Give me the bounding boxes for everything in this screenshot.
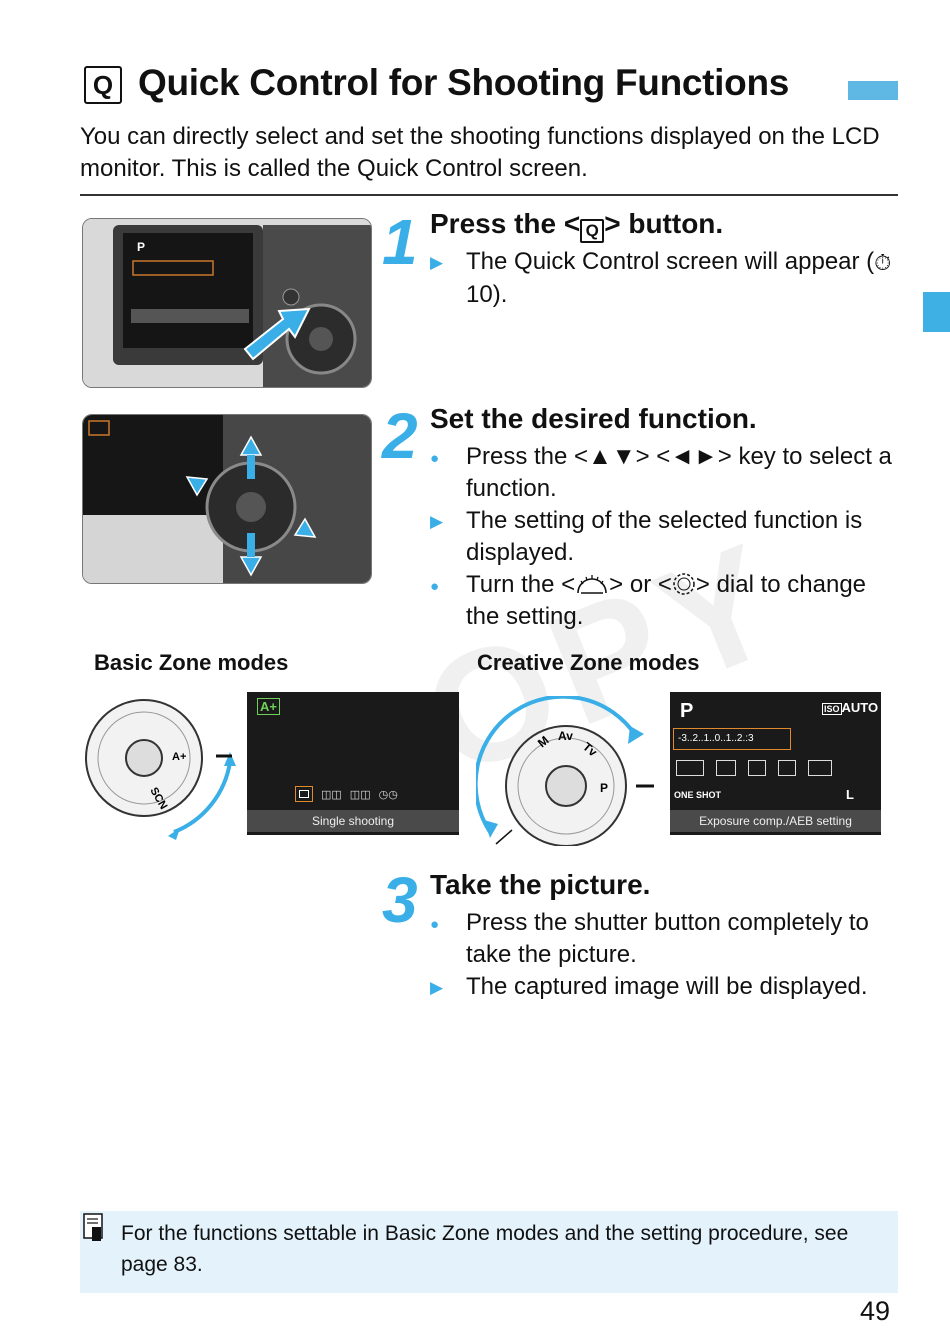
list-item: The Quick Control screen will appear (⏱1… (430, 246, 900, 311)
list-item: The setting of the selected function is … (430, 505, 900, 569)
mode-dial-creative-illustration: M Av Tv P (473, 694, 654, 847)
mode-dial-basic-illustration: SCN A+ (85, 699, 236, 840)
af-mode-value[interactable]: ONE SHOT (674, 790, 722, 800)
note-icon (83, 1213, 105, 1248)
basic-zone-label: Basic Zone modes (94, 650, 289, 675)
creative-zone-dial: M Av Tv P (473, 694, 666, 847)
cross-keys-illustration (83, 415, 371, 583)
step-3-title: Take the picture. (430, 869, 651, 900)
intro-paragraph: You can directly select and set the shoo… (80, 123, 880, 182)
bullet-dot-icon (430, 569, 466, 603)
step-3-items: Press the shutter button completely to t… (430, 907, 900, 1004)
quick-control-icon: Q (84, 66, 122, 104)
step-number-1: 1 (382, 206, 418, 278)
camera-photo-cross-keys (82, 414, 372, 584)
timer-10-icon[interactable]: ◷◷ (378, 788, 398, 801)
step-2-items: Press the <▲▼> <◄►> key to select a func… (430, 441, 900, 633)
result-arrow-icon (430, 246, 466, 279)
basic-zone-quick-control-screen: A+ ◫◫ ◫◫ ◷◷ Single shooting (247, 692, 459, 835)
mode-icon: A+ (257, 698, 280, 715)
white-balance-icon[interactable] (716, 760, 736, 776)
self-timer-icon[interactable]: ◫◫ (349, 788, 371, 801)
metering-icon[interactable] (748, 760, 766, 776)
svg-text:Av: Av (558, 729, 573, 743)
result-arrow-icon (430, 505, 466, 538)
svg-text:P: P (137, 240, 145, 254)
settings-grid-row-2 (676, 760, 876, 776)
note-box (80, 1211, 898, 1293)
basic-zone-dial: SCN A+ (82, 690, 242, 840)
title-accent-bar (848, 81, 898, 100)
note-text: For the functions settable in Basic Zone… (121, 1222, 849, 1276)
list-item: Press the shutter button completely to t… (430, 907, 900, 971)
bullet-dot-icon (430, 907, 466, 941)
bullet-dot-icon (430, 441, 466, 475)
page-ref-icon: ⏱ (874, 250, 892, 275)
step-2-title: Set the desired function. (430, 403, 757, 434)
picture-style-icon[interactable] (676, 760, 704, 776)
creative-zone-label: Creative Zone modes (477, 650, 700, 675)
page-title: Quick Control for Shooting Functions (138, 62, 790, 103)
q-button-icon: Q (580, 219, 605, 243)
quick-dial-icon (673, 573, 695, 595)
step-number-3: 3 (382, 864, 418, 936)
svg-text:P: P (600, 781, 608, 795)
function-label: Exposure comp./AEB setting (670, 810, 881, 832)
list-item: Press the <▲▼> <◄►> key to select a func… (430, 441, 900, 505)
drive-mode-label: Single shooting (247, 810, 459, 832)
flash-icon[interactable] (808, 760, 832, 776)
step-number-2: 2 (382, 400, 418, 472)
svg-text:A+: A+ (172, 751, 186, 763)
camera-back-illustration: P (83, 219, 371, 387)
chapter-tab (923, 292, 950, 332)
list-item: The captured image will be displayed. (430, 971, 900, 1004)
list-item: Turn the <> or <> dial to change the set… (430, 569, 900, 633)
step-1-items: The Quick Control screen will appear (⏱1… (430, 246, 900, 311)
drive-mode-row: ◫◫ ◫◫ ◷◷ (295, 784, 455, 804)
main-dial-icon (577, 575, 607, 594)
camera-photo-q-button: P (82, 218, 372, 388)
exposure-comp-scale[interactable]: -3..2..1..0..1..2.:3 (673, 728, 791, 750)
quality-value[interactable]: L (846, 787, 854, 802)
step-1-title: Press the <Q> button. (430, 208, 723, 243)
shooting-mode-value[interactable]: P (680, 700, 694, 722)
section-divider (80, 194, 898, 196)
single-shooting-icon[interactable] (295, 786, 313, 802)
continuous-icon[interactable]: ◫◫ (321, 788, 342, 801)
result-arrow-icon (430, 971, 466, 1004)
page-number: 49 (860, 1296, 891, 1326)
drive-icon[interactable] (778, 760, 796, 776)
